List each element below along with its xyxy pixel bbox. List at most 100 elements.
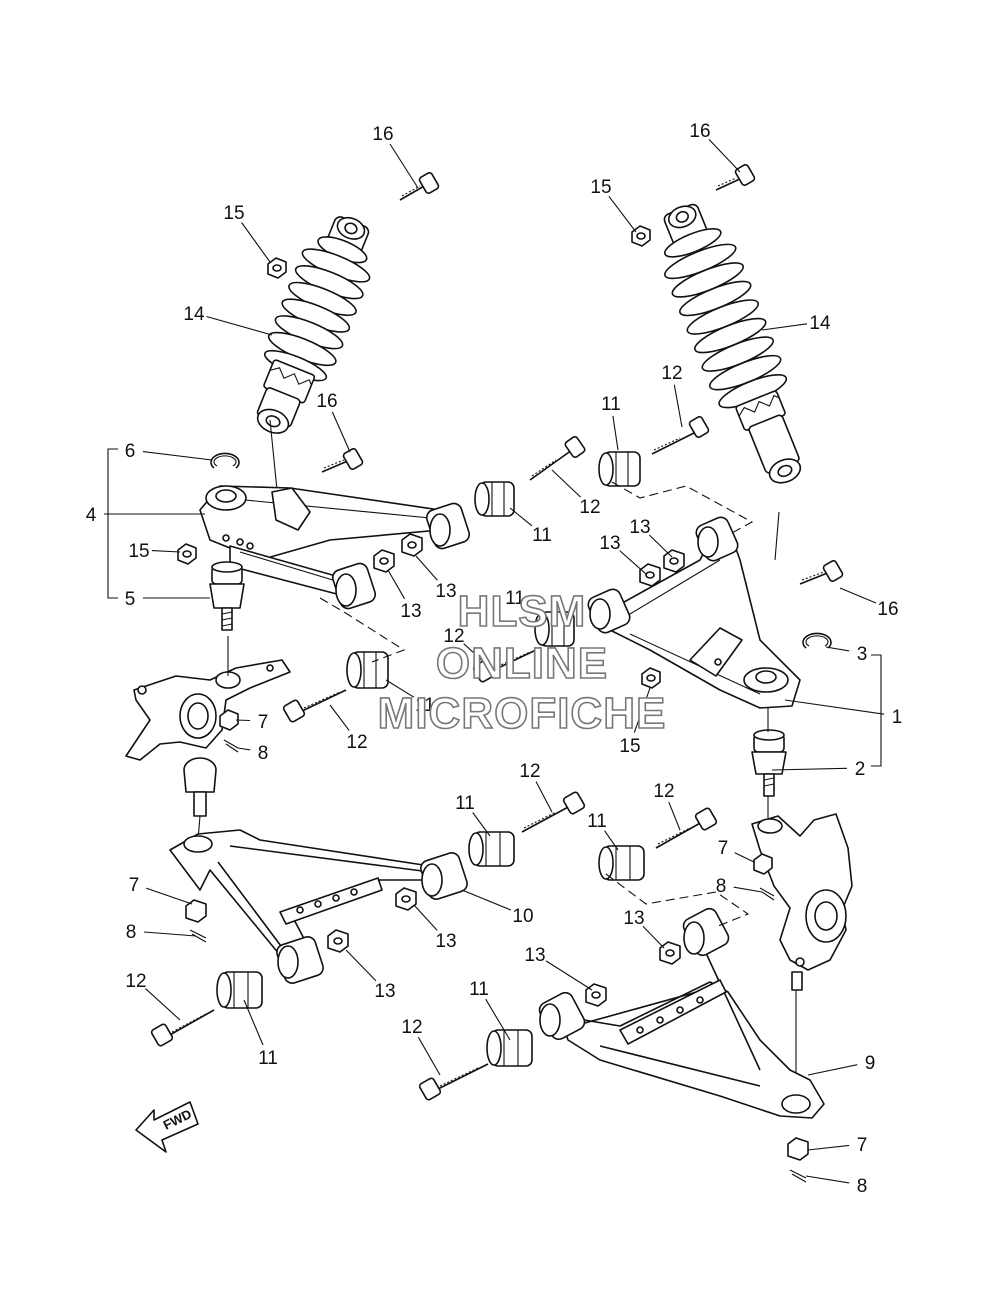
callout-13: 13 [345,949,396,1002]
part-number-label: 10 [512,906,533,927]
callout-13: 13 [415,555,457,602]
left-shock-absorber [256,216,371,434]
lower-balljoint-left [183,757,217,841]
callout-leader [146,887,193,905]
callout-leader [535,781,553,813]
callout-leader [807,1064,858,1076]
callout-leader [642,925,665,949]
callout-12: 12 [329,704,368,753]
callout-leader [734,852,755,863]
callout-12: 12 [661,363,683,428]
bushing-11-upper-left-a [474,481,515,517]
nut-13-upper-b [373,549,395,573]
part-number-label: 11 [469,979,489,1000]
bolt-16-mid-left [321,448,364,473]
callout-10: 10 [461,889,534,927]
callout-leader [839,587,877,604]
bolt-16-top-left [399,172,440,201]
nut-13-upper-c [663,549,685,573]
nut-13-lower-a [395,887,417,911]
callout-leader [509,507,533,527]
callout-8: 8 [716,876,763,897]
callout-16: 16 [839,587,899,620]
callout-leader [241,222,271,263]
callout-13: 13 [623,908,665,949]
callout-8: 8 [805,1175,868,1197]
part-number-label: 4 [86,505,97,526]
callout-7: 7 [807,1135,867,1156]
part-number-label: 15 [590,177,611,198]
callout-15: 15 [619,687,651,757]
upper-arm-right [605,531,801,709]
callout-11: 11 [385,679,435,716]
part-number-label: 15 [619,736,640,757]
callout-11: 11 [469,979,511,1041]
pin-8-right-upper [759,887,775,901]
callout-15: 15 [223,203,271,263]
part-number-label: 8 [126,922,137,943]
part-number-label: 8 [258,743,269,764]
callout-leader [329,704,350,731]
callout-12: 12 [125,971,181,1021]
callout-12: 12 [653,781,681,831]
callout-leader [784,699,885,715]
part-number-label: 14 [809,313,831,334]
knuckle-right [751,796,853,1080]
callout-leader [237,747,251,751]
part-number-label: 14 [183,304,205,325]
callout-leader [708,139,741,173]
callout-13: 13 [387,569,422,622]
lower-arm-right [559,939,825,1119]
bushing-right-upper-front [695,516,739,562]
callout-7: 7 [129,875,193,905]
nut-7-right-upper [753,853,773,875]
callout-leader [525,603,549,621]
nut-7-left-upper [219,709,239,731]
part-number-label: 9 [865,1053,876,1074]
part-number-label: 16 [372,124,393,145]
callout-leader [551,469,581,498]
nut-7-right-lower [787,1137,809,1161]
callout-leader [461,889,512,911]
part-number-label: 8 [857,1176,868,1197]
nut-15-top-left [267,257,287,279]
nut-13-lower-b [327,929,349,953]
callout-6: 6 [125,441,213,462]
part-number-label: 15 [128,541,149,562]
part-number-label: 11 [455,793,475,814]
part-number-label: 11 [505,588,525,609]
callout-leader [761,323,808,331]
part-number-label: 12 [401,1017,422,1038]
part-number-label: 13 [524,945,545,966]
nut-13-upper-d [639,563,661,587]
callout-11: 11 [243,999,278,1069]
callout-11: 11 [587,811,619,851]
part-number-label: 13 [435,931,456,952]
bolt-12-upper-left-b [282,689,347,723]
part-number-label: 12 [125,971,146,992]
callout-leader [143,931,197,937]
part-number-label: 16 [877,599,898,620]
watermark: HLSM ONLINE MICROFICHE [377,586,667,739]
part-number-label: 11 [587,811,607,832]
callout-leader [413,904,438,931]
nut-15-mid-left [177,543,197,565]
bolt-12-upper-right-a [651,416,710,455]
callout-leader [206,315,273,336]
bushing-11-upper-right-b [534,611,575,647]
knuckle-left [125,636,291,761]
part-number-label: 1 [892,707,903,728]
callout-leader [331,411,351,453]
callout-leader [825,646,850,652]
bushing-lower-right-rear [538,991,586,1041]
bolt-12-lower-d [418,1063,489,1101]
watermark-line-3: MICROFICHE [378,689,667,738]
callout-14: 14 [761,313,831,334]
part-number-label: 13 [623,908,644,929]
callout-leader [805,1175,850,1184]
callout-leader [415,555,438,581]
callout-12: 12 [519,761,553,813]
callout-leader [235,719,251,722]
